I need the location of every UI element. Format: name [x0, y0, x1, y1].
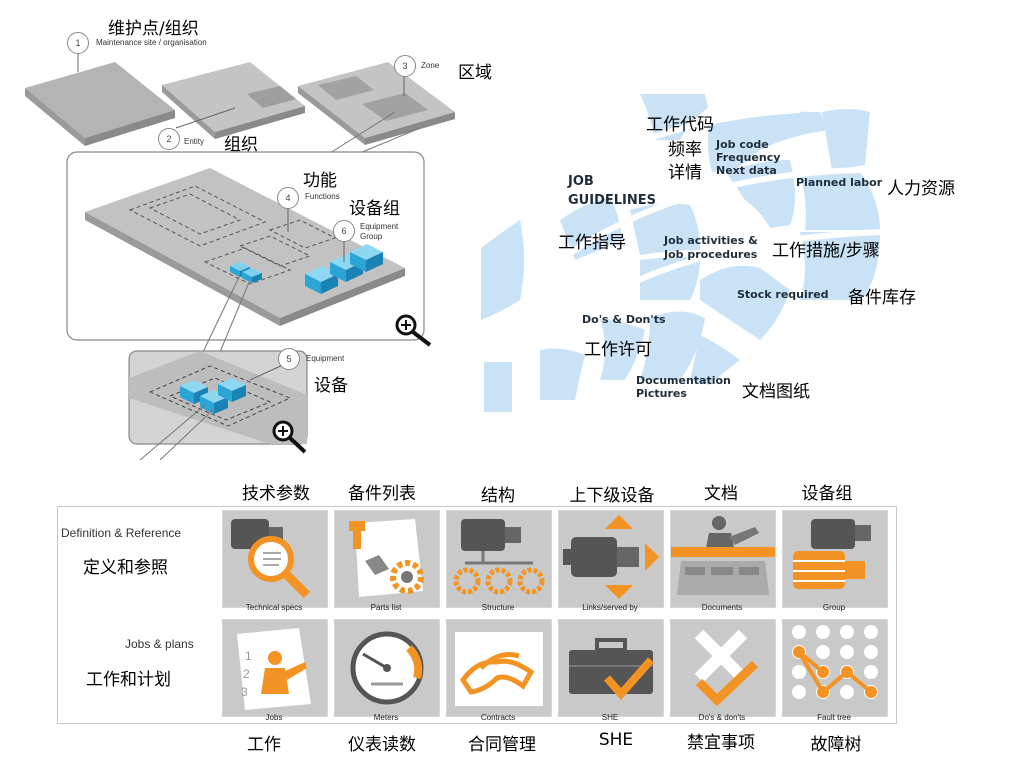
- parts-list-icon: [349, 519, 424, 597]
- top-label-tech-specs: 技术参数: [242, 484, 310, 504]
- tile-label-jobs: Jobs: [265, 713, 283, 722]
- doc-en-2: Pictures: [636, 387, 687, 400]
- documents-icon: [671, 516, 775, 595]
- contracts-icon: [455, 632, 543, 706]
- bottom-label-meters: 仪表读数: [348, 735, 416, 755]
- callout-1-en: Maintenance site / organisation: [96, 38, 207, 47]
- bottom-label-fault-tree: 故障树: [810, 735, 862, 755]
- callout-3-en: Zone: [421, 61, 440, 70]
- guidelines-en-1: JOB: [568, 174, 594, 189]
- she-toolbox-icon: [569, 638, 654, 701]
- dos-donts-icon: [694, 629, 759, 707]
- callout-5-en: Equipment: [306, 354, 345, 363]
- activities-zh: 工作措施/步骤: [772, 241, 880, 261]
- callout-6-en-2: Group: [360, 232, 383, 241]
- tile-documents[interactable]: [670, 510, 776, 608]
- tile-label-meters: Meters: [373, 713, 399, 722]
- job-code-zh: 工作代码: [646, 115, 714, 135]
- callout-number-3: 3: [394, 55, 416, 77]
- top-label-parts-list: 备件列表: [348, 484, 416, 504]
- links-icon: [563, 515, 659, 599]
- callout-3-zh: 区域: [458, 63, 492, 83]
- tile-links[interactable]: [558, 510, 664, 608]
- planned-labor-en: Planned labor: [796, 176, 883, 189]
- callout-number-2: 2: [158, 128, 180, 150]
- activities-en-2: Job procedures: [664, 248, 758, 261]
- guidelines-en-2: GUIDELINES: [568, 193, 656, 208]
- top-label-group: 设备组: [801, 484, 853, 504]
- row1-title-zh: 定义和参照: [83, 558, 168, 578]
- job-code-en: Job code: [716, 138, 769, 151]
- tile-dos-donts[interactable]: [670, 619, 776, 717]
- top-label-structure: 结构: [481, 486, 515, 506]
- planned-labor-zh: 人力资源: [887, 179, 955, 199]
- tile-label-group: Group: [822, 603, 846, 612]
- row2-title-en: Jobs & plans: [125, 637, 194, 651]
- tile-label-parts-list: Parts list: [370, 603, 402, 612]
- tile-label-she: SHE: [601, 713, 619, 722]
- tile-parts-list[interactable]: [334, 510, 440, 608]
- tile-jobs[interactable]: 1 2 3: [222, 619, 328, 717]
- tile-she[interactable]: [558, 619, 664, 717]
- dos-zh: 工作许可: [584, 340, 652, 360]
- tile-contracts[interactable]: [446, 619, 552, 717]
- tile-label-structure: Structure: [481, 603, 515, 612]
- dos-en: Do's & Don'ts: [582, 313, 666, 326]
- tile-label-contracts: Contracts: [480, 713, 516, 722]
- callout-4-en: Functions: [305, 192, 340, 201]
- tile-label-links: Links/served by: [582, 603, 638, 612]
- bottom-label-jobs: 工作: [247, 735, 281, 755]
- structure-icon: [453, 519, 545, 595]
- bottom-label-she: SHE: [598, 730, 634, 750]
- callout-number-6: 6: [333, 220, 355, 242]
- row1-title-en: Definition & Reference: [61, 526, 182, 540]
- tile-meters[interactable]: [334, 619, 440, 717]
- frequency-en: Frequency: [716, 151, 781, 164]
- technical-specs-icon: [231, 519, 311, 599]
- tile-fault-tree[interactable]: [782, 619, 888, 717]
- bottom-label-contracts: 合同管理: [468, 735, 536, 755]
- callout-2-en: Entity: [184, 137, 205, 146]
- job-wheel-graphics: [481, 94, 880, 412]
- tile-technical-specs[interactable]: [222, 510, 328, 608]
- callout-number-1: 1: [67, 32, 89, 54]
- callout-5-zh: 设备: [314, 376, 348, 396]
- tile-label-technical-specs: Technical specs: [245, 603, 303, 612]
- callout-6-zh: 设备组: [349, 199, 400, 219]
- top-label-documents: 文档: [704, 484, 738, 504]
- callout-1-zh: 维护点/组织: [108, 19, 199, 39]
- group-icon: [793, 519, 871, 589]
- callout-6-en-1: Equipment: [360, 222, 399, 231]
- site-hierarchy-graphics: [25, 52, 455, 460]
- tile-label-dos-donts: Do's & don'ts: [698, 713, 746, 722]
- tile-structure[interactable]: [446, 510, 552, 608]
- meters-icon: [350, 631, 424, 705]
- next-zh: 详情: [668, 163, 702, 183]
- callout-number-5: 5: [278, 348, 300, 370]
- svg-text:3: 3: [241, 685, 248, 699]
- doc-en-1: Documentation: [636, 374, 731, 387]
- tile-label-documents: Documents: [701, 603, 743, 612]
- stock-en: Stock required: [737, 288, 829, 301]
- callout-4-zh: 功能: [303, 171, 337, 191]
- bottom-label-dos-donts: 禁宜事项: [687, 733, 755, 753]
- tile-group[interactable]: [782, 510, 888, 608]
- fault-tree-icon: [792, 625, 878, 699]
- top-label-links: 上下级设备: [569, 486, 655, 506]
- callout-number-4: 4: [277, 187, 299, 209]
- guidelines-zh: 工作指导: [558, 233, 626, 253]
- svg-text:1: 1: [245, 649, 252, 663]
- tile-label-fault-tree: Fault tree: [817, 713, 851, 722]
- svg-text:2: 2: [243, 667, 250, 681]
- next-en: Next data: [716, 164, 777, 177]
- doc-zh: 文档图纸: [742, 382, 810, 402]
- row2-title-zh: 工作和计划: [86, 670, 171, 690]
- activities-en-1: Job activities &: [664, 234, 758, 247]
- jobs-icon: 1 2 3: [237, 628, 311, 710]
- stock-zh: 备件库存: [848, 288, 916, 308]
- frequency-zh: 频率: [668, 140, 702, 160]
- callout-2-zh: 组织: [224, 135, 258, 155]
